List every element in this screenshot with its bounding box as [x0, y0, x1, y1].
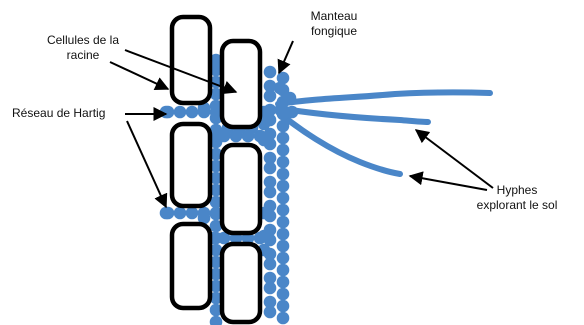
fungal-dot	[277, 312, 290, 325]
fungal-dot	[258, 230, 271, 243]
fungal-dot	[286, 106, 299, 119]
fungal-dot	[277, 276, 290, 289]
arrow-root-cells-1	[110, 62, 168, 89]
fungal-dot	[277, 228, 290, 241]
fungal-dot	[277, 204, 290, 217]
fungal-dot	[277, 120, 290, 133]
fungal-dot	[264, 90, 277, 103]
fungal-dot	[277, 168, 290, 181]
root-cell	[172, 17, 210, 103]
fungal-dot	[277, 132, 290, 145]
fungal-dot	[277, 192, 290, 205]
fungal-dot	[174, 106, 187, 119]
pointer-arrows	[110, 41, 493, 207]
fungal-dot	[160, 106, 173, 119]
fungal-dot	[264, 306, 277, 319]
arrow-hartig-2	[127, 121, 166, 207]
root-cell	[172, 124, 210, 206]
fungal-dot	[284, 92, 297, 105]
fungal-dot	[277, 300, 290, 313]
fungal-dot	[277, 288, 290, 301]
fungal-dot	[264, 162, 277, 175]
fungal-dot	[186, 106, 199, 119]
fungal-dot	[264, 186, 277, 199]
arrow-mantle	[279, 41, 293, 73]
label-hartig-net: Réseau de Hartig	[12, 106, 105, 121]
label-fungal-mantle: Manteau fongique	[294, 9, 374, 39]
hypha-upper	[278, 92, 490, 104]
hypha-middle	[278, 108, 428, 122]
fungal-dot	[277, 144, 290, 157]
fungal-dot	[264, 282, 277, 295]
fungal-dot	[186, 207, 199, 220]
fungal-dot	[174, 207, 187, 220]
fungal-dot	[264, 66, 277, 79]
label-hyphae: Hyphes explorant le sol	[462, 183, 572, 213]
fungal-dot	[277, 252, 290, 265]
fungal-dot	[210, 316, 223, 325]
fungal-dot	[258, 134, 271, 147]
root-cell	[222, 145, 260, 233]
root-cell	[222, 244, 260, 322]
fungal-dot	[274, 82, 287, 95]
fungal-dot	[277, 240, 290, 253]
fungal-dot	[277, 156, 290, 169]
root-cell	[222, 41, 260, 127]
fungal-dot	[264, 258, 277, 271]
fungal-dot	[277, 180, 290, 193]
fungal-dot	[277, 264, 290, 277]
label-root-cells: Cellules de la racine	[28, 33, 138, 63]
root-cell	[172, 224, 210, 308]
fungal-dot	[160, 207, 173, 220]
fungal-dot	[277, 216, 290, 229]
